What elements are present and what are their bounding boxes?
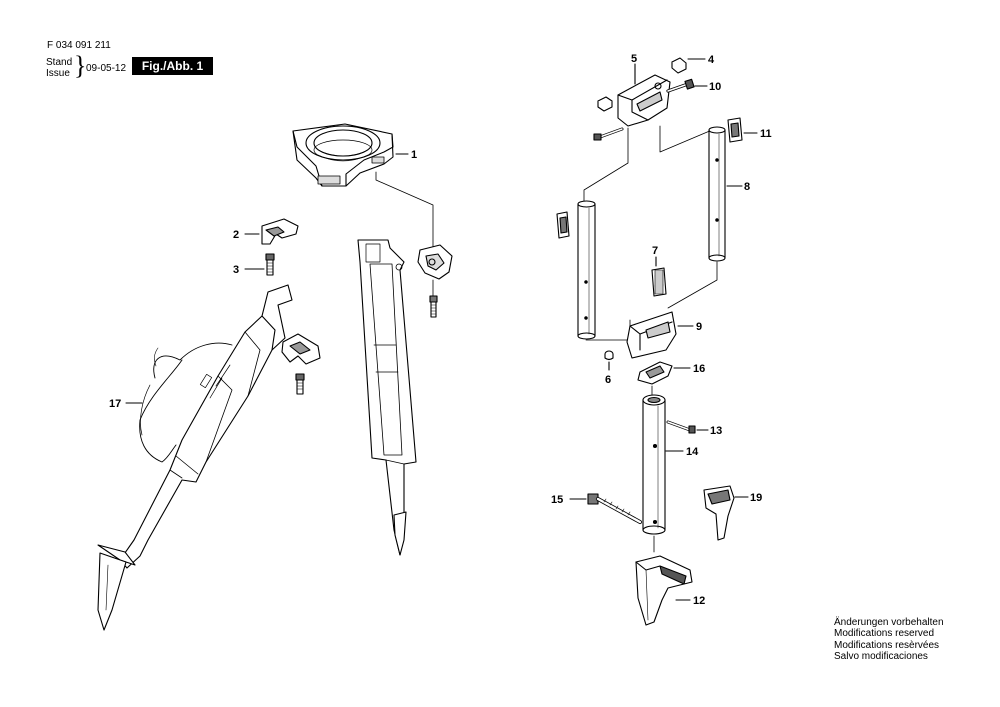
callout-2: 2	[233, 229, 239, 241]
callout-13: 13	[710, 425, 722, 437]
callout-15: 15	[551, 494, 563, 506]
tube-clip	[556, 211, 570, 239]
callout-12: 12	[693, 595, 705, 607]
part-15-screw	[587, 493, 642, 524]
part-8-tube-right	[708, 126, 726, 262]
leg-clip	[281, 333, 321, 365]
leg-clip-screw	[295, 373, 305, 395]
part-19-clip	[703, 485, 735, 541]
part-1-head-ring	[292, 123, 394, 187]
callout-1: 1	[411, 149, 417, 161]
part-9-clamp	[626, 311, 677, 359]
callout-19: 19	[750, 492, 762, 504]
note-line-de: Änderungen vorbehalten	[834, 617, 944, 628]
callout-16: 16	[693, 363, 705, 375]
issue-date: 09-05-12	[86, 63, 127, 74]
callout-11: 11	[760, 128, 772, 140]
brace-glyph: }	[74, 51, 87, 80]
part-7-clip	[651, 267, 667, 297]
part-14-center-tube	[642, 394, 666, 535]
part-16-plate	[637, 361, 673, 385]
callout-3: 3	[233, 264, 239, 276]
stand-label: Stand	[46, 57, 73, 68]
callout-17: 17	[109, 398, 121, 410]
screw-under-bracket	[429, 295, 438, 318]
note-line-en: Modifications reserved	[834, 628, 935, 640]
part-6-nut	[604, 350, 614, 361]
part-8-tube-left	[577, 200, 596, 340]
callout-8: 8	[744, 181, 750, 193]
callout-14: 14	[686, 446, 699, 458]
callout-9: 9	[696, 321, 702, 333]
part-2-clip	[261, 218, 299, 245]
document-number: F 034 091 211	[47, 40, 111, 51]
callout-4: 4	[708, 54, 715, 66]
part-12-foot	[635, 555, 693, 626]
part-3-screw	[265, 253, 275, 276]
part-11-clip	[727, 117, 743, 143]
part-17-leg	[97, 284, 293, 631]
bushing	[597, 96, 613, 112]
part-13-screw	[666, 420, 696, 434]
part-5-head-block	[617, 74, 671, 127]
callout-5: 5	[631, 53, 637, 65]
issue-label: Issue	[46, 68, 70, 79]
note-line-fr: Modifications resèrvées	[834, 639, 940, 651]
note-line-es: Salvo modificaciones	[834, 650, 928, 662]
callout-7: 7	[652, 245, 658, 257]
part-10-screw	[666, 78, 695, 93]
head-screw-lower	[593, 127, 624, 141]
modification-notes: Änderungen vorbehalten Modifications res…	[834, 617, 944, 662]
middle-leg	[357, 239, 417, 556]
part-1-bracket	[417, 244, 453, 280]
callout-6: 6	[605, 374, 611, 386]
figure-badge: Fig./Abb. 1	[132, 57, 213, 75]
callout-10: 10	[709, 81, 721, 93]
part-4-pin	[671, 57, 687, 74]
